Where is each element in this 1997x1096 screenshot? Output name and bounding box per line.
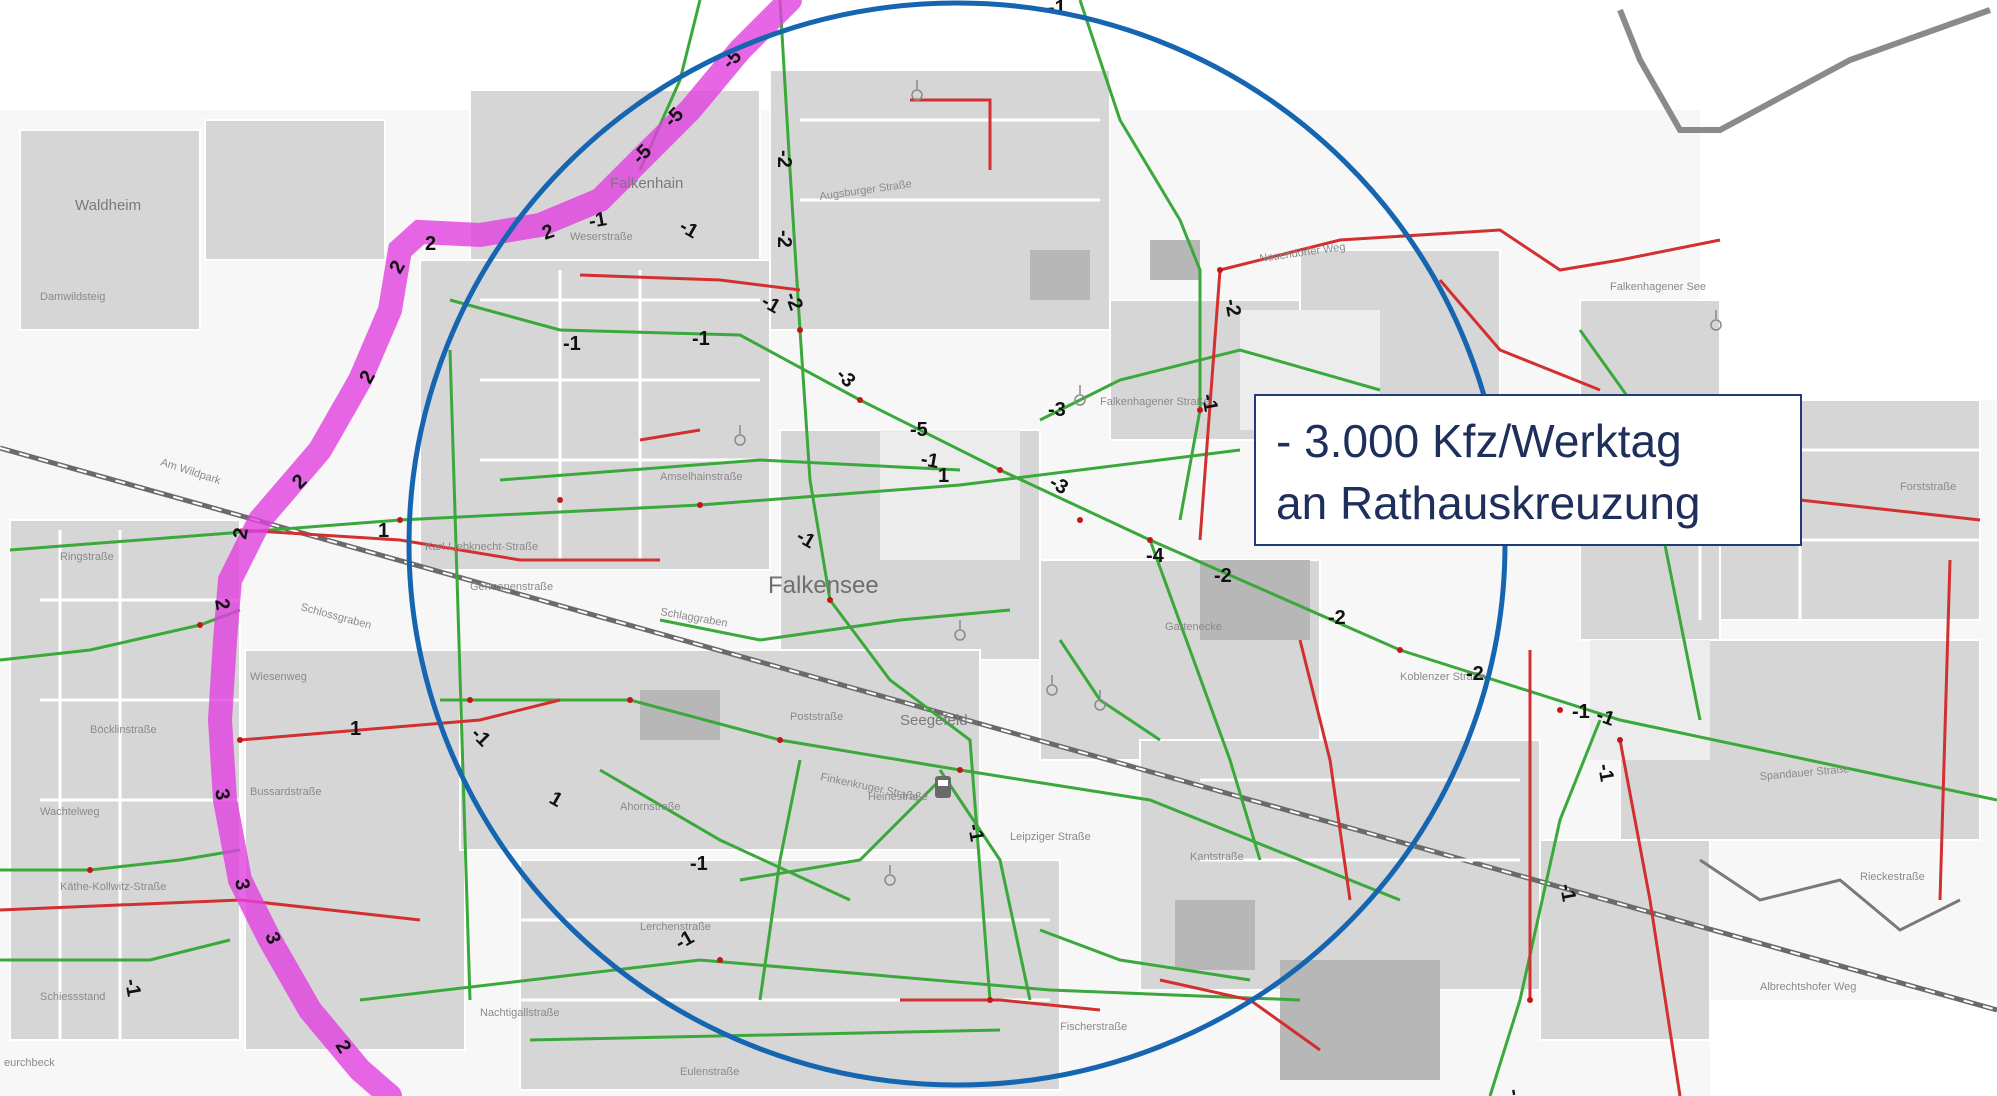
map-right-white xyxy=(1700,0,1997,400)
street-label: Damwildsteig xyxy=(40,291,105,303)
dark-blocks xyxy=(640,240,1440,1080)
traffic-label: -1 xyxy=(963,822,988,843)
traffic-label: -1 xyxy=(1555,882,1580,903)
street-label: Karl-Liebknecht-Straße xyxy=(425,541,538,553)
traffic-label: -1 xyxy=(919,448,940,473)
street-label: Wiesenweg xyxy=(250,671,307,683)
railway xyxy=(0,445,1997,1013)
street-label: Amselhainstraße xyxy=(660,471,743,483)
street-label: Leipziger Straße xyxy=(1010,831,1091,843)
place-waldheim: Waldheim xyxy=(75,197,141,214)
street-label: Rieckestraße xyxy=(1860,871,1925,883)
traffic-label: -1 xyxy=(1197,392,1222,413)
street-label: Fischerstraße xyxy=(1060,1021,1127,1033)
traffic-label: -1 xyxy=(1503,1087,1528,1096)
bundesstrasse-pink xyxy=(207,0,802,1096)
street-label: Germanenstraße xyxy=(470,581,553,593)
street-label: Heinestraße xyxy=(868,791,928,803)
street-label: Lerchenstraße xyxy=(640,921,711,933)
traffic-label: -1 xyxy=(690,853,708,875)
traffic-label: -1 xyxy=(692,328,710,350)
street-label: Käthe-Kollwitz-Straße xyxy=(60,881,166,893)
train-station-icon xyxy=(935,776,951,798)
street-label: Wachtelweg xyxy=(40,806,100,818)
traffic-label: 2 xyxy=(210,597,234,612)
traffic-label: -2 xyxy=(1466,663,1484,685)
road-nodes xyxy=(87,267,1623,1003)
traffic-label: -2 xyxy=(1214,565,1232,587)
street-label: Ahornstraße xyxy=(620,801,681,813)
map-bottom-right-white xyxy=(1710,1000,1997,1096)
place-falkenhagener-see: Falkenhagener See xyxy=(1610,281,1706,293)
street-label: Schiessstand xyxy=(40,991,105,1003)
street-label: Böcklinstraße xyxy=(90,724,157,736)
traffic-label: -1 xyxy=(1593,762,1618,783)
traffic-label: 3 xyxy=(230,877,254,892)
traffic-label: -4 xyxy=(1146,545,1165,567)
street-label: Falkenhagener Straße xyxy=(1100,396,1209,408)
street-label: Ringstraße xyxy=(60,551,114,563)
street-label: Koblenzer Straße xyxy=(1400,671,1486,683)
traffic-label: -2 xyxy=(773,230,795,248)
red-roads xyxy=(0,98,1981,1096)
traffic-label: 1 xyxy=(378,520,389,542)
traffic-label: 2 xyxy=(425,233,436,255)
traffic-label: -2 xyxy=(1328,607,1346,629)
street-label: Kantstraße xyxy=(1190,851,1244,863)
street-label: Eulenstraße xyxy=(680,1066,739,1078)
callout-line-1: - 3.000 Kfz/Werktag xyxy=(1276,415,1682,467)
callout-line-2: an Rathauskreuzung xyxy=(1276,477,1701,529)
river-line xyxy=(1699,858,1961,932)
traffic-label: -1 xyxy=(120,977,145,998)
street-label: Poststraße xyxy=(790,711,843,723)
street-label: Gartenecke xyxy=(1165,621,1222,633)
traffic-label: 1 xyxy=(938,465,949,487)
traffic-label: -5 xyxy=(910,419,928,441)
place-falkensee: Falkensee xyxy=(768,572,879,599)
place-falkenhain: Falkenhain xyxy=(610,175,683,192)
traffic-label: -2 xyxy=(1220,297,1245,318)
street-label: Forststraße xyxy=(1900,481,1956,493)
street-label: Nachtigallstraße xyxy=(480,1007,559,1019)
traffic-label: 1 xyxy=(350,718,361,740)
traffic-label: 2 xyxy=(229,526,253,541)
traffic-label: -3 xyxy=(1048,399,1066,421)
traffic-label: -2 xyxy=(773,150,795,168)
street-label: Albrechtshofer Weg xyxy=(1760,981,1856,993)
traffic-callout-box: - 3.000 Kfz/Werktag an Rathauskreuzung xyxy=(1254,394,1802,546)
traffic-label: 3 xyxy=(210,787,234,802)
place-seegefeld: Seegefeld xyxy=(900,712,968,729)
traffic-label: -1 xyxy=(587,208,608,233)
traffic-label: -1 xyxy=(563,333,581,355)
place-eichbeck: eurchbeck xyxy=(4,1057,55,1069)
church-icon xyxy=(734,80,1722,886)
local-streets xyxy=(40,118,1980,1040)
street-label: Bussardstraße xyxy=(250,786,322,798)
major-road-grey xyxy=(1617,7,1992,133)
street-label: Weserstraße xyxy=(570,231,633,243)
traffic-label: -1 xyxy=(1572,701,1590,723)
